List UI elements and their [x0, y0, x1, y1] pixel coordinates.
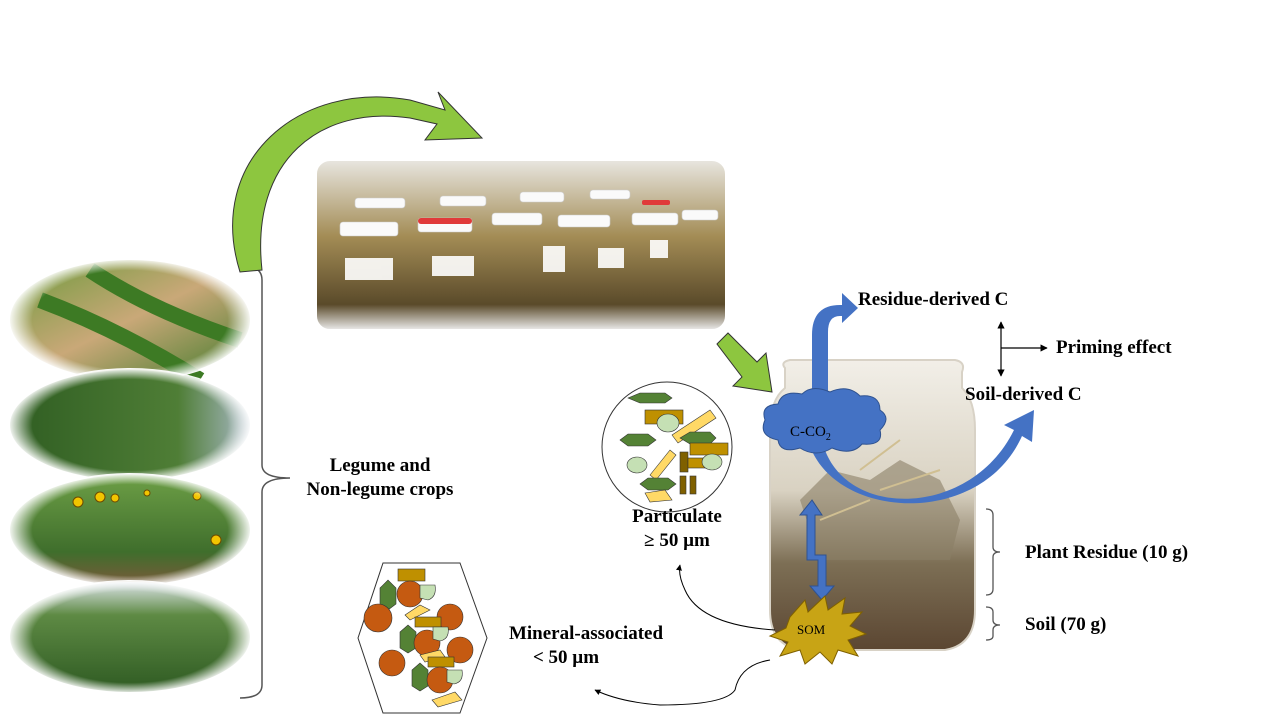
som-label: SOM — [797, 622, 826, 637]
residue-carbon-arrow — [812, 293, 858, 410]
green-straight-arrow — [716, 332, 773, 393]
soil-bracket — [985, 606, 1001, 641]
som-to-mineral-arrow — [594, 659, 771, 706]
particulate-fraction-illustration — [601, 381, 733, 513]
particulate-label-line1: Particulate — [632, 506, 722, 527]
soil-carbon-arrow — [808, 410, 1034, 504]
som-to-particulate-arrow — [676, 564, 776, 631]
particulate-label-line2: ≥ 50 µm — [644, 530, 710, 551]
priming-arrows — [997, 321, 1048, 377]
co2-cloud-label: C-CO2 — [790, 424, 831, 443]
soybean-field-photo — [8, 258, 252, 387]
co2-text: C-CO — [790, 424, 826, 440]
soil-label: Soil (70 g) — [1025, 614, 1107, 635]
crop-photos — [8, 258, 252, 694]
particulate-label: Particulate ≥ 50 µm — [600, 505, 754, 553]
sorghum-field-photo — [8, 580, 252, 694]
grass-crop-photo — [8, 368, 252, 482]
sunflower-field-photo — [8, 473, 252, 587]
co2-subscript: 2 — [825, 432, 831, 443]
co2-cloud — [762, 388, 887, 454]
soil-derived-carbon-label: Soil-derived C — [965, 384, 1082, 405]
plant-residue-label: Plant Residue (10 g) — [1025, 542, 1189, 563]
green-curved-arrow — [232, 91, 484, 273]
incubation-jars-photo — [307, 151, 735, 339]
priming-effect-label: Priming effect — [1056, 337, 1172, 358]
mineral-fraction-illustration — [357, 562, 488, 714]
crops-label-line1: Legume and — [329, 455, 431, 476]
mineral-associated-label: Mineral-associated < 50 µm — [486, 622, 686, 670]
mineral-label-line2: < 50 µm — [532, 647, 600, 668]
crops-bracket — [239, 264, 291, 699]
crops-label: Legume and Non-legume crops — [280, 454, 480, 502]
crops-label-line2: Non-legume crops — [306, 479, 454, 500]
residue-derived-carbon-label: Residue-derived C — [858, 289, 1009, 310]
plant-residue-bracket — [985, 508, 1001, 596]
mineral-label-line1: Mineral-associated — [508, 623, 664, 644]
som-star — [768, 595, 868, 665]
